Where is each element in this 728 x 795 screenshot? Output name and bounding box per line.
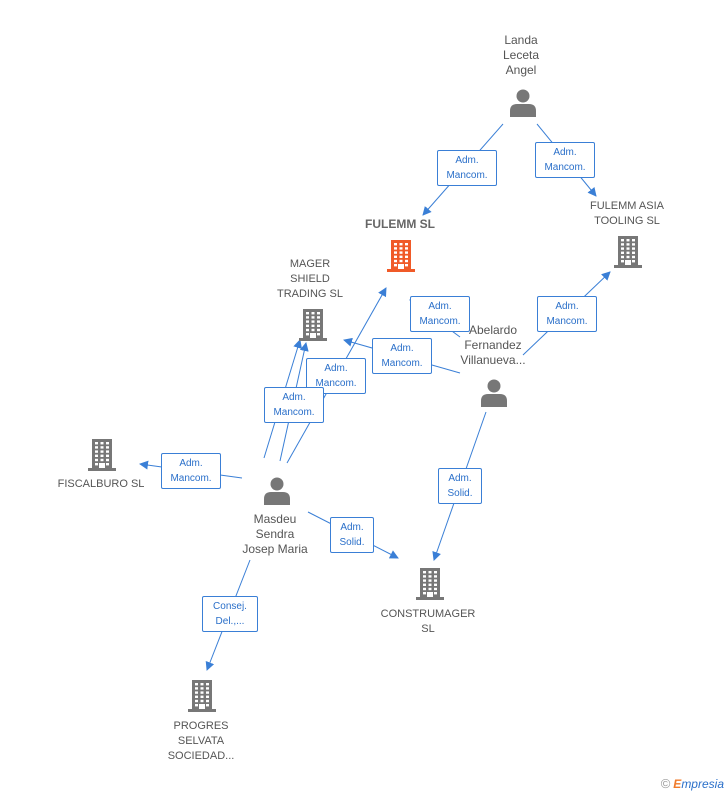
building-icon[interactable] [387,240,415,272]
node-label-line: SELVATA [177,735,225,747]
building-icon[interactable] [614,236,642,268]
node-label-fulemm[interactable]: FULEMM SL [350,217,450,232]
edge-label-landa-fulemm[interactable]: Adm. Mancom. [437,150,497,186]
edge-label-line: Mancom. [419,316,461,327]
node-label-line: Sendra [255,527,295,541]
node-label-line: Fernandez [464,338,522,352]
node-label-line: Villanueva... [460,353,526,367]
node-label-line: FISCALBURO SL [57,478,145,490]
edges [139,123,611,671]
node-label-line: TRADING SL [276,288,343,300]
copyright-icon: © [660,776,671,791]
node-label-line: Abelardo [468,323,518,337]
node-label-line: Landa [504,33,538,47]
node-label-progres[interactable]: PROGRES SELVATA SOCIEDAD... [156,719,246,764]
node-label-mager[interactable]: MAGER SHIELD TRADING SL [266,257,354,302]
edge-label-line: Adm. [282,392,306,403]
edge-label-line: Solid. [339,537,365,548]
node-label-line: CONSTRUMAGER [380,608,476,620]
edge-label-line: Adm. [555,301,579,312]
brand-footer: ©Empresia [661,776,724,791]
edge-label-line: Adm. [553,147,577,158]
edge-label-line: Adm. [428,301,452,312]
node-label-construmager[interactable]: CONSTRUMAGER SL [376,607,480,637]
edge-label-line: Adm. [324,363,348,374]
edge-label-masdeu-construmager[interactable]: Adm. Solid. [330,517,374,553]
edge-label-masdeu-mager[interactable]: Adm. Mancom. [264,387,324,423]
edge-label-line: Adm. [448,473,472,484]
edge-label-line: Adm. [455,155,479,166]
edge-label-line: Del.,... [215,616,245,627]
edge-label-abelardo-fulemm[interactable]: Adm. Mancom. [410,296,470,332]
edge-label-line: Mancom. [315,378,357,389]
empresia-logo-icon: E [673,777,682,791]
node-label-line: TOOLING SL [594,215,660,227]
node-label-line: Angel [505,63,537,77]
edge-label-abelardo-construmager[interactable]: Adm. Solid. [438,468,482,504]
edge-label-masdeu-progres[interactable]: Consej. Del.,... [202,596,258,632]
edge-label-line: Solid. [447,488,473,499]
person-icon[interactable] [481,379,507,408]
icons [88,89,642,712]
edge-label-line: Adm. [179,458,203,469]
edge-label-line: Mancom. [446,170,488,181]
building-icon[interactable] [188,680,216,712]
building-icon[interactable] [299,309,327,341]
edge-label-line: Consej. [213,601,247,612]
node-label-line: Josep Maria [242,542,308,556]
edge-label-line: Adm. [340,522,364,533]
building-icon[interactable] [416,568,444,600]
edge-label-line: Mancom. [273,407,315,418]
edge-label-masdeu-fiscalburo[interactable]: Adm. Mancom. [161,453,221,489]
brand-name: mpresia [681,777,724,791]
node-label-fulemm-asia[interactable]: FULEMM ASIA TOOLING SL [580,199,674,229]
edge-label-landa-fulemm-asia[interactable]: Adm. Mancom. [535,142,595,178]
edge-label-line: Mancom. [381,358,423,369]
edge-label-abelardo-fulemm-asia[interactable]: Adm. Mancom. [537,296,597,332]
node-label-line: FULEMM ASIA [590,200,664,212]
building-icon[interactable] [88,439,116,471]
node-label-line: MAGER [289,258,331,270]
node-label-line: FULEMM SL [365,217,435,231]
node-label-line: SOCIEDAD... [167,750,235,762]
edge-label-line: Mancom. [546,316,588,327]
edge-label-line: Mancom. [544,162,586,173]
node-label-line: SL [421,623,435,635]
node-label-line: PROGRES [173,720,229,732]
edge-label-line: Adm. [390,343,414,354]
node-label-line: Masdeu [253,512,297,526]
node-label-line: Leceta [502,48,540,62]
edge-label-line: Mancom. [170,473,212,484]
edge-label-abelardo-mager[interactable]: Adm. Mancom. [372,338,432,374]
node-label-line: SHIELD [290,273,330,285]
edge-label-masdeu-fulemm[interactable]: Adm. Mancom. [306,358,366,394]
person-icon[interactable] [264,477,290,506]
node-label-fiscalburo[interactable]: FISCALBURO SL [46,477,156,492]
person-icon[interactable] [510,89,536,118]
